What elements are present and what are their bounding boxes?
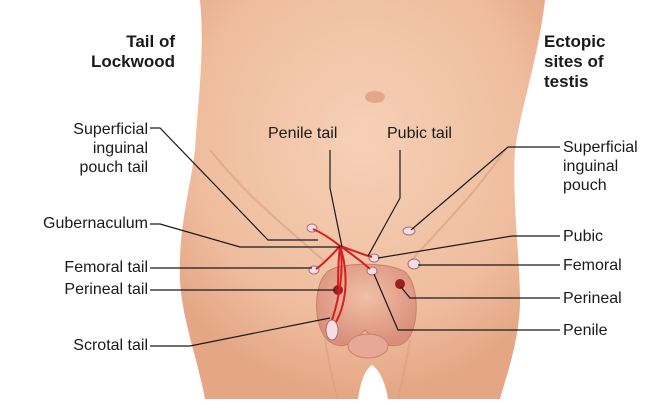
label-pubic: Pubic	[563, 227, 603, 246]
label-femoral: Femoral	[563, 256, 622, 275]
heading-ectopic-sites: Ectopic sites of testis	[544, 32, 605, 92]
label-gubernaculum: Gubernaculum	[4, 214, 148, 233]
label-perineal: Perineal	[563, 289, 622, 308]
label-penile: Penile	[563, 321, 607, 340]
label-superficial-inguinal-pouch: Superficial inguinal pouch	[563, 138, 638, 195]
label-perineal-tail: Perineal tail	[4, 280, 148, 299]
label-scrotal-tail: Scrotal tail	[4, 336, 148, 355]
heading-tail-of-lockwood: Tail of Lockwood	[90, 32, 175, 72]
label-pubic-tail: Pubic tail	[387, 124, 452, 143]
site-perineal	[395, 279, 405, 289]
label-penile-tail: Penile tail	[268, 124, 337, 143]
penis	[348, 334, 388, 358]
site-pubic	[369, 254, 379, 262]
navel	[365, 91, 385, 103]
site-scrotal-tail	[326, 320, 338, 340]
label-femoral-tail: Femoral tail	[4, 258, 148, 277]
site-femoral	[408, 259, 420, 269]
label-superficial-inguinal-pouch-tail: Superficial inguinal pouch tail	[20, 120, 148, 177]
